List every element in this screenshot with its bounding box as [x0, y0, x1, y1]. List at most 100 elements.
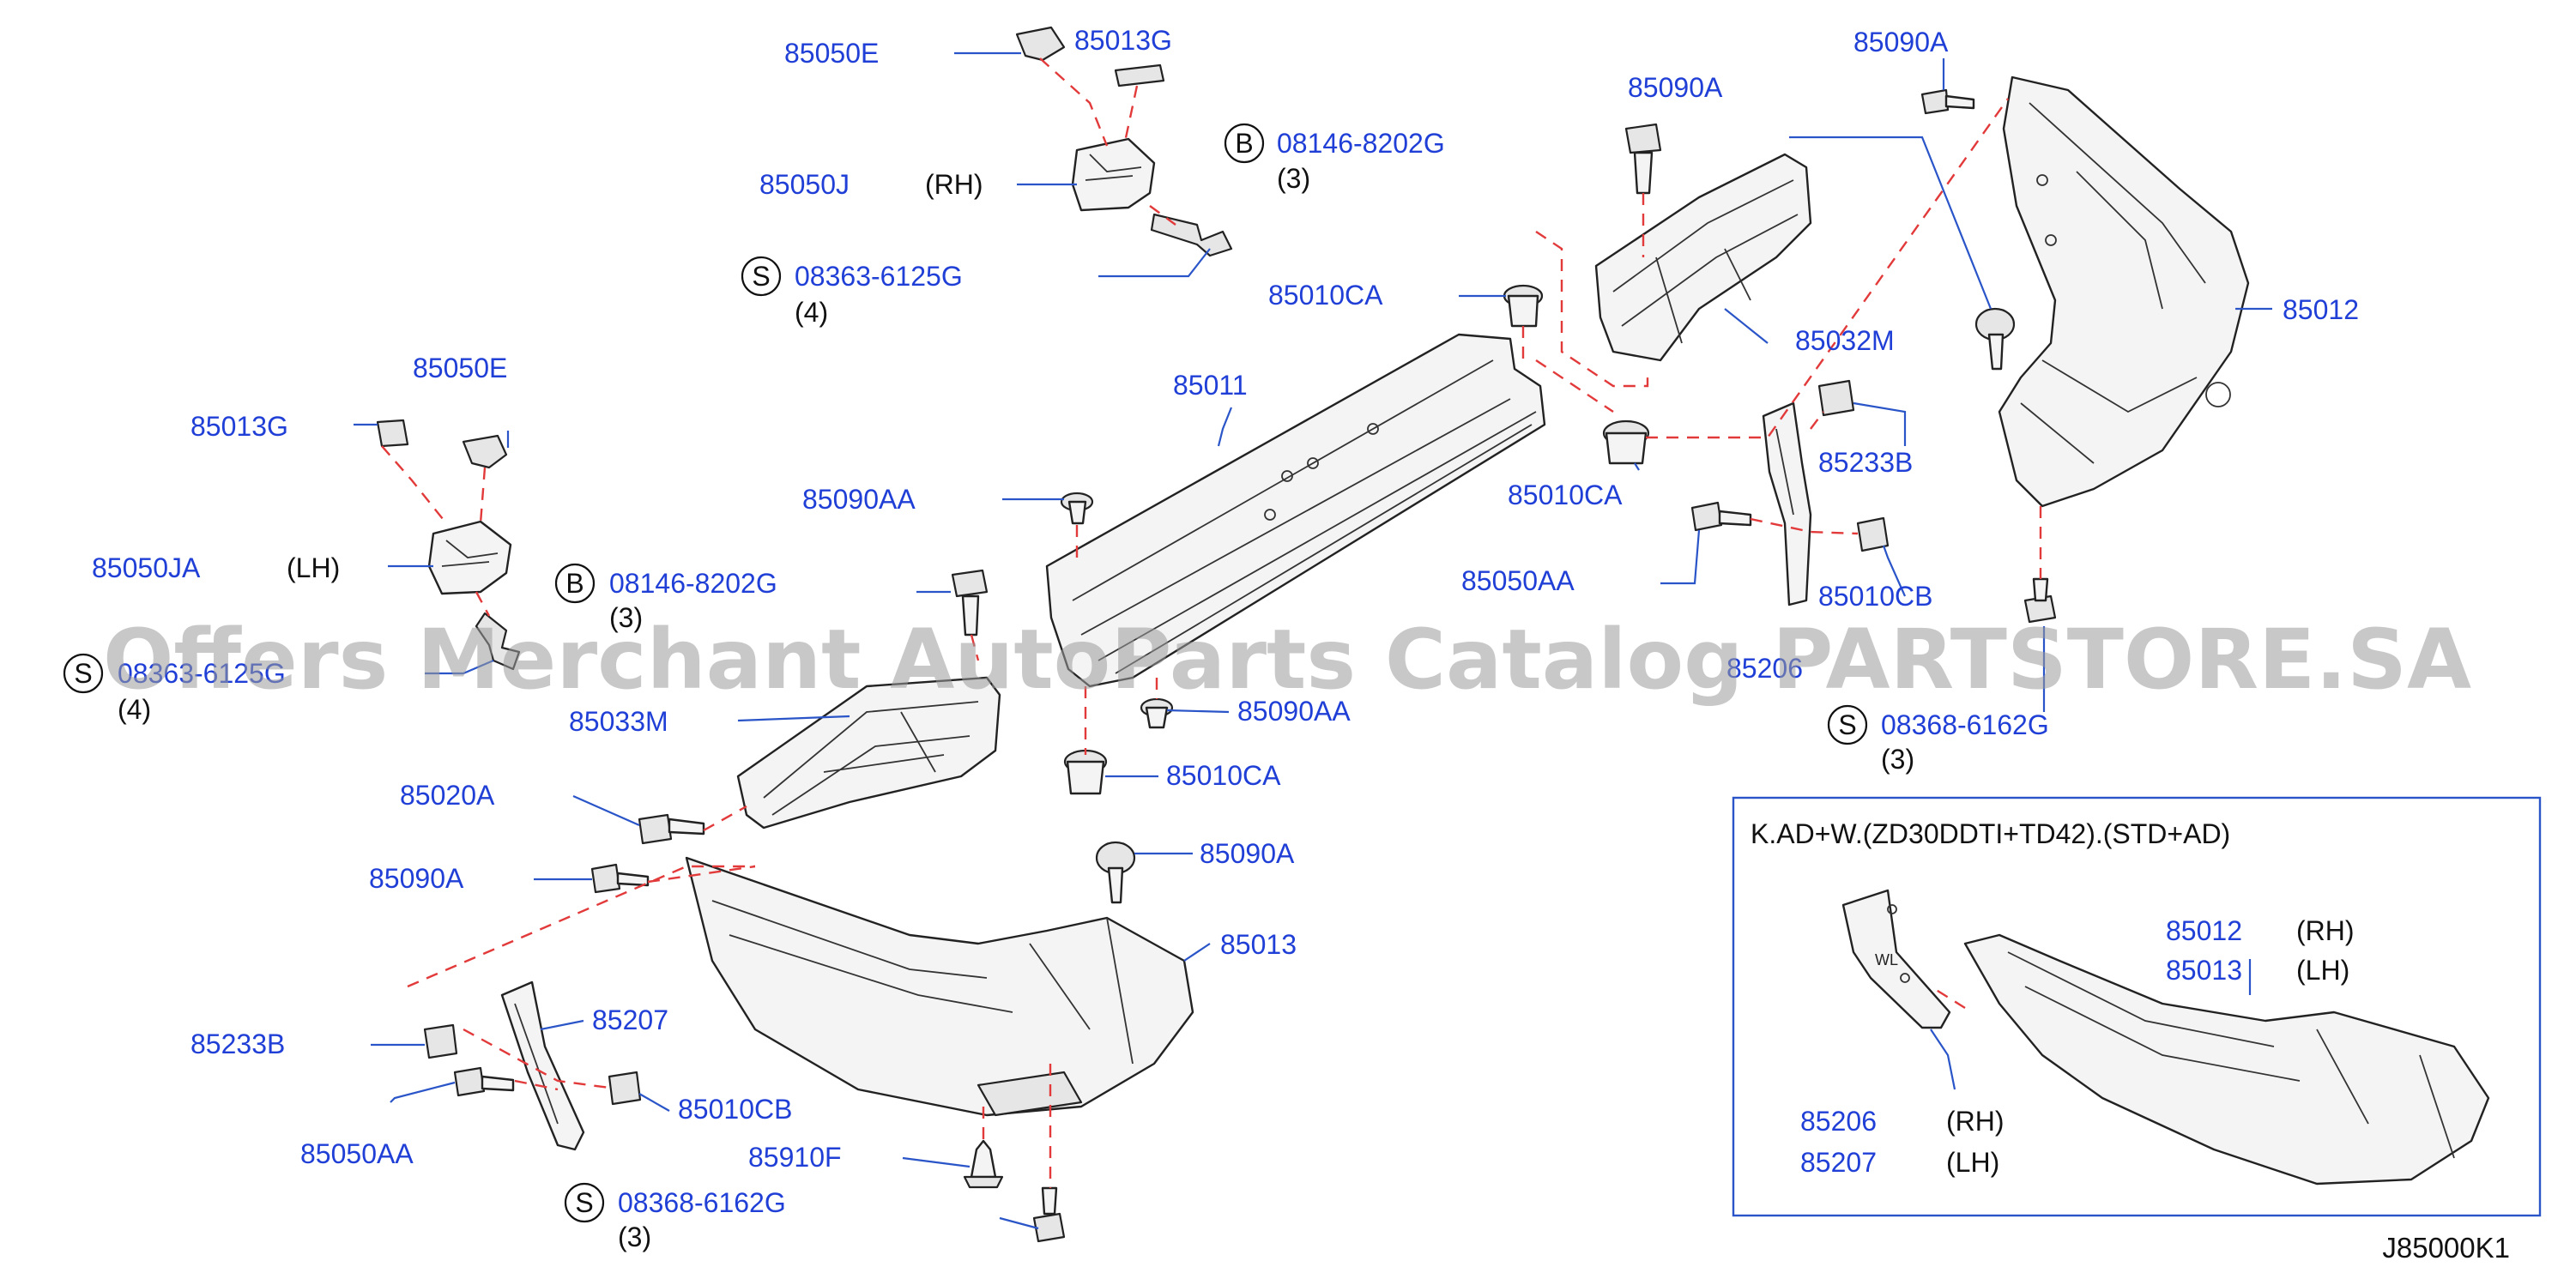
label-85011[interactable]: 85011	[1173, 370, 1248, 401]
bracket-85207-shape[interactable]	[500, 980, 585, 1151]
label-85207[interactable]: 85207	[592, 1005, 668, 1035]
inset-label-85206[interactable]: 85206	[1800, 1106, 1877, 1137]
tape-85013g-top-shape[interactable]	[1114, 63, 1165, 87]
nut-85010cb-right-shape[interactable]	[1856, 516, 1890, 552]
inset-box: K.AD+W.(ZD30DDTI+TD42).(STD+AD) WL	[1732, 796, 2542, 1217]
svg-text:S: S	[74, 658, 92, 689]
inset-bumper-shape[interactable]	[1963, 933, 2490, 1186]
clip-85050e-mid-shape[interactable]	[462, 434, 508, 469]
assembly-dashed-lines	[381, 57, 2042, 1188]
bolt-85090a-right-top-shape[interactable]	[1920, 88, 1975, 115]
svg-text:S: S	[575, 1187, 593, 1218]
svg-text:(4): (4)	[795, 297, 828, 328]
bolt-08146-top-shape[interactable]	[1624, 123, 1662, 195]
label-85033m[interactable]: 85033M	[569, 706, 668, 737]
inset-label-85012[interactable]: 85012	[2166, 915, 2242, 946]
bolt-08368-left-shape[interactable]	[1032, 1186, 1066, 1243]
part-shapes	[376, 26, 2250, 1243]
label-85050j-side: (RH)	[925, 169, 983, 200]
inset-label-85013-side: (LH)	[2296, 955, 2349, 986]
bolt-08146-mid-shape[interactable]	[951, 569, 989, 636]
leader-lines	[354, 51, 2272, 1230]
inset-label-85207[interactable]: 85207	[1800, 1147, 1877, 1178]
svg-text:(3): (3)	[609, 602, 643, 633]
label-85050ja[interactable]: 85050JA	[92, 552, 201, 583]
clip-85050e-top-shape[interactable]	[1015, 26, 1066, 62]
label-b-08146-mid[interactable]: B 08146-8202G (3)	[554, 563, 777, 633]
label-b-08146-top[interactable]: B 08146-8202G (3)	[1224, 123, 1445, 194]
label-85013[interactable]: 85013	[1220, 929, 1297, 960]
label-s-08368-left[interactable]: S 08368-6162G (3)	[564, 1182, 786, 1252]
svg-text:B: B	[1235, 128, 1253, 159]
label-85050j[interactable]: 85050J	[759, 169, 850, 200]
bolt-08363-top-shape[interactable]	[1150, 213, 1233, 257]
svg-text:08146-8202G: 08146-8202G	[1277, 128, 1445, 159]
label-85032m[interactable]: 85032M	[1795, 325, 1895, 356]
tape-85013g-mid-shape[interactable]	[376, 419, 409, 448]
svg-text:08363-6125G: 08363-6125G	[795, 261, 963, 292]
label-85090a-bumper[interactable]: 85090A	[1200, 838, 1295, 869]
svg-text:(3): (3)	[1277, 163, 1310, 194]
nut-85233b-left-shape[interactable]	[423, 1023, 458, 1059]
clip-85910f-shape[interactable]	[963, 1139, 1004, 1189]
inset-label-85012-side: (RH)	[2296, 915, 2355, 946]
svg-text:B: B	[565, 568, 584, 599]
grommet-85010ca-mid-shape[interactable]	[1602, 419, 1650, 465]
nut-85010cb-left-shape[interactable]	[608, 1071, 642, 1106]
running-board-85011-shape[interactable]	[1045, 333, 1546, 688]
bolt-85090a-bumper-shape[interactable]	[1095, 841, 1136, 904]
grommet-85010ca-low-shape[interactable]	[1063, 749, 1108, 795]
label-s-08363-top[interactable]: S 08363-6125G (4)	[741, 256, 963, 328]
svg-text:08146-8202G: 08146-8202G	[609, 568, 777, 599]
label-85233b-right[interactable]: 85233B	[1818, 447, 1913, 478]
bolt-85020a-shape[interactable]	[638, 813, 705, 845]
svg-text:(3): (3)	[618, 1222, 651, 1252]
svg-text:08368-6162G: 08368-6162G	[618, 1187, 786, 1218]
label-85050e-mid[interactable]: 85050E	[413, 353, 507, 383]
label-85010cb-right[interactable]: 85010CB	[1818, 581, 1932, 612]
label-85050aa-left[interactable]: 85050AA	[300, 1138, 414, 1169]
inset-label-85207-side: (LH)	[1946, 1147, 1999, 1178]
label-85010cb-left[interactable]: 85010CB	[678, 1094, 792, 1125]
label-85050e-top[interactable]: 85050E	[784, 38, 879, 69]
label-85010ca-low[interactable]: 85010CA	[1166, 760, 1281, 791]
label-85090a-left[interactable]: 85090A	[369, 863, 464, 894]
nut-85233b-right-shape[interactable]	[1817, 379, 1855, 417]
label-85013g-top[interactable]: 85013G	[1074, 25, 1172, 56]
bolt-85090a-right-shape[interactable]	[1974, 307, 2016, 371]
clip-85090aa-left-shape[interactable]	[1060, 492, 1094, 525]
bolt-08363-mid-shape[interactable]	[475, 612, 521, 671]
bumper-85013-shape[interactable]	[685, 856, 1194, 1117]
label-85020a[interactable]: 85020A	[400, 780, 495, 811]
step-mount-85033m-shape[interactable]	[736, 676, 1001, 830]
bolt-85050aa-left-shape[interactable]	[453, 1066, 515, 1097]
label-85050aa-right[interactable]: 85050AA	[1461, 565, 1575, 596]
label-85013g-mid[interactable]: 85013G	[190, 411, 288, 442]
bolt-85050aa-right-shape[interactable]	[1690, 501, 1752, 532]
grommet-85010ca-top-shape[interactable]	[1503, 284, 1544, 328]
label-85090aa-mid[interactable]: 85090AA	[1237, 696, 1351, 727]
label-85206-partial[interactable]: 85206	[1726, 653, 1803, 684]
label-s-08363-mid[interactable]: S 08363-6125G (4)	[63, 653, 286, 725]
bracket-85050j-shape[interactable]	[1071, 137, 1156, 212]
bumper-85012-shape[interactable]	[1998, 75, 2250, 508]
label-85090a-top[interactable]: 85090A	[1628, 72, 1723, 103]
bolt-08368-right-shape[interactable]	[2023, 577, 2057, 624]
inset-bracket-shape[interactable]	[1841, 889, 1951, 1029]
inset-label-85013[interactable]: 85013	[2166, 955, 2242, 986]
step-mount-85032m-shape[interactable]	[1594, 153, 1812, 362]
label-85910f[interactable]: 85910F	[748, 1142, 842, 1173]
watermark: Offers Merchant AutoParts Catalog PARTST…	[103, 612, 2471, 708]
label-85010ca-top[interactable]: 85010CA	[1268, 280, 1383, 311]
label-s-08368-right[interactable]: S 08368-6162G (3)	[1827, 704, 2049, 775]
bolt-85090a-left-shape[interactable]	[590, 863, 650, 894]
label-85090a-right[interactable]: 85090A	[1853, 27, 1949, 57]
svg-text:08368-6162G: 08368-6162G	[1881, 709, 2049, 740]
svg-text:(3): (3)	[1881, 744, 1914, 775]
label-85233b-left[interactable]: 85233B	[190, 1029, 285, 1059]
label-85010ca-mid[interactable]: 85010CA	[1508, 480, 1623, 510]
bracket-85206-shape[interactable]	[1762, 401, 1812, 606]
label-85090aa-left[interactable]: 85090AA	[802, 484, 916, 515]
label-85012[interactable]: 85012	[2283, 294, 2359, 325]
